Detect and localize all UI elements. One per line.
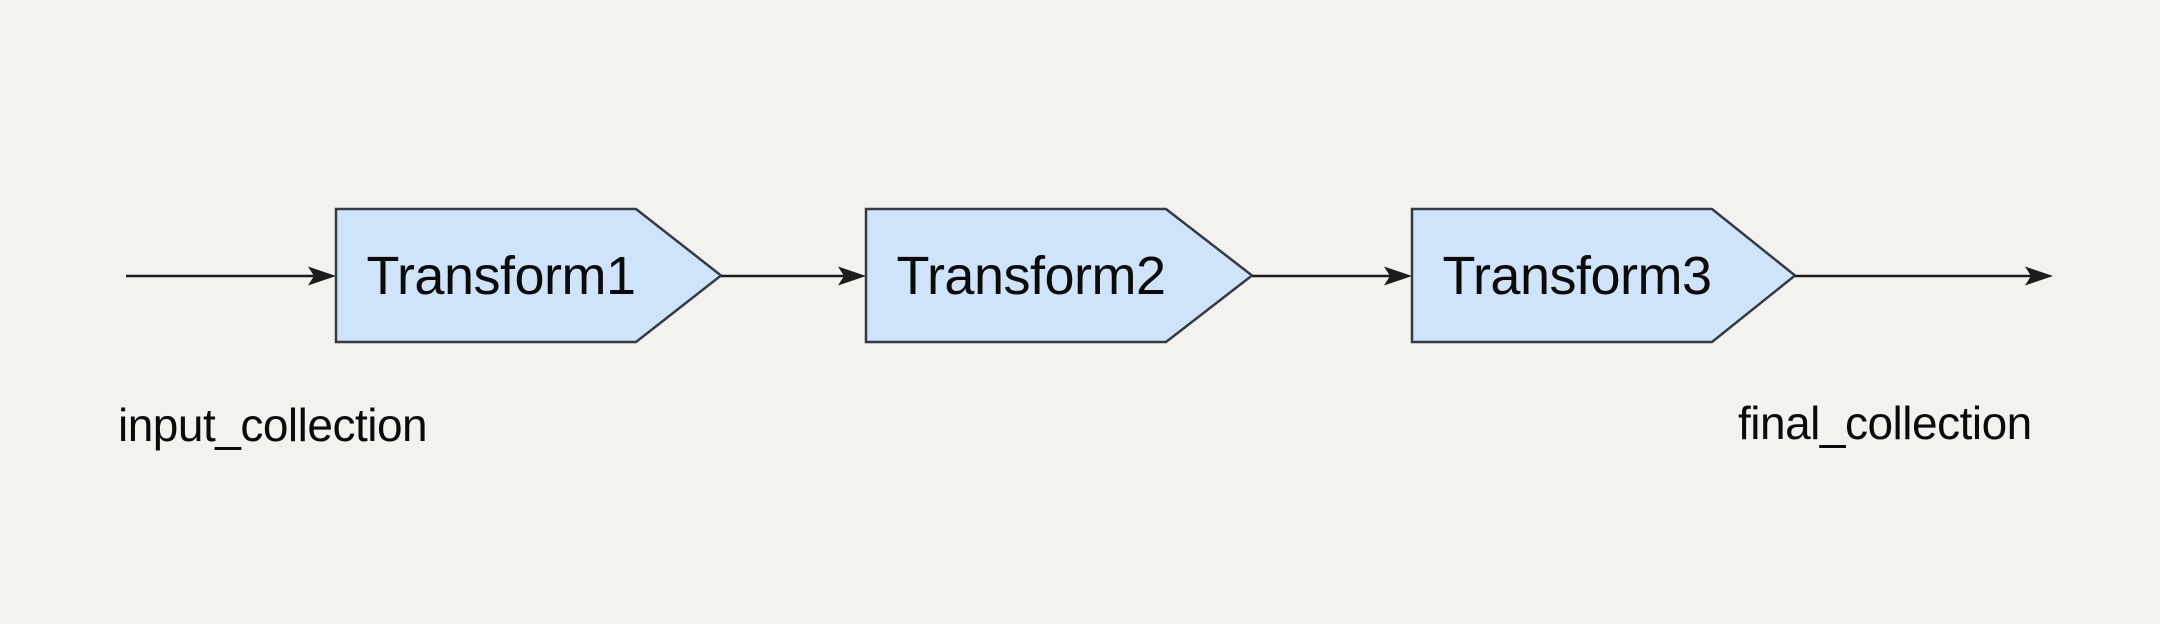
node-transform2: Transform2 [864,207,1255,344]
node-shape [334,207,724,344]
edge-arrow-1-2 [721,266,866,286]
final-collection-label: final_collection [1738,397,2032,449]
arrowhead-icon [2025,266,2053,286]
node-label: Transform3 [1442,246,1711,306]
arrowhead-icon [838,266,866,286]
arrowhead-icon [308,266,336,286]
node-shape [864,207,1255,344]
edge-arrow-2-3 [1252,266,1412,286]
node-shape [1410,207,1797,344]
node-transform1: Transform1 [334,207,724,344]
edge-output-arrow [1795,266,2053,286]
node-label: Transform1 [366,246,635,306]
arrowhead-icon [1384,266,1412,286]
node-label: Transform2 [896,246,1165,306]
edge-input-arrow [126,266,336,286]
input-collection-label: input_collection [118,399,427,451]
node-transform3: Transform3 [1410,207,1797,344]
